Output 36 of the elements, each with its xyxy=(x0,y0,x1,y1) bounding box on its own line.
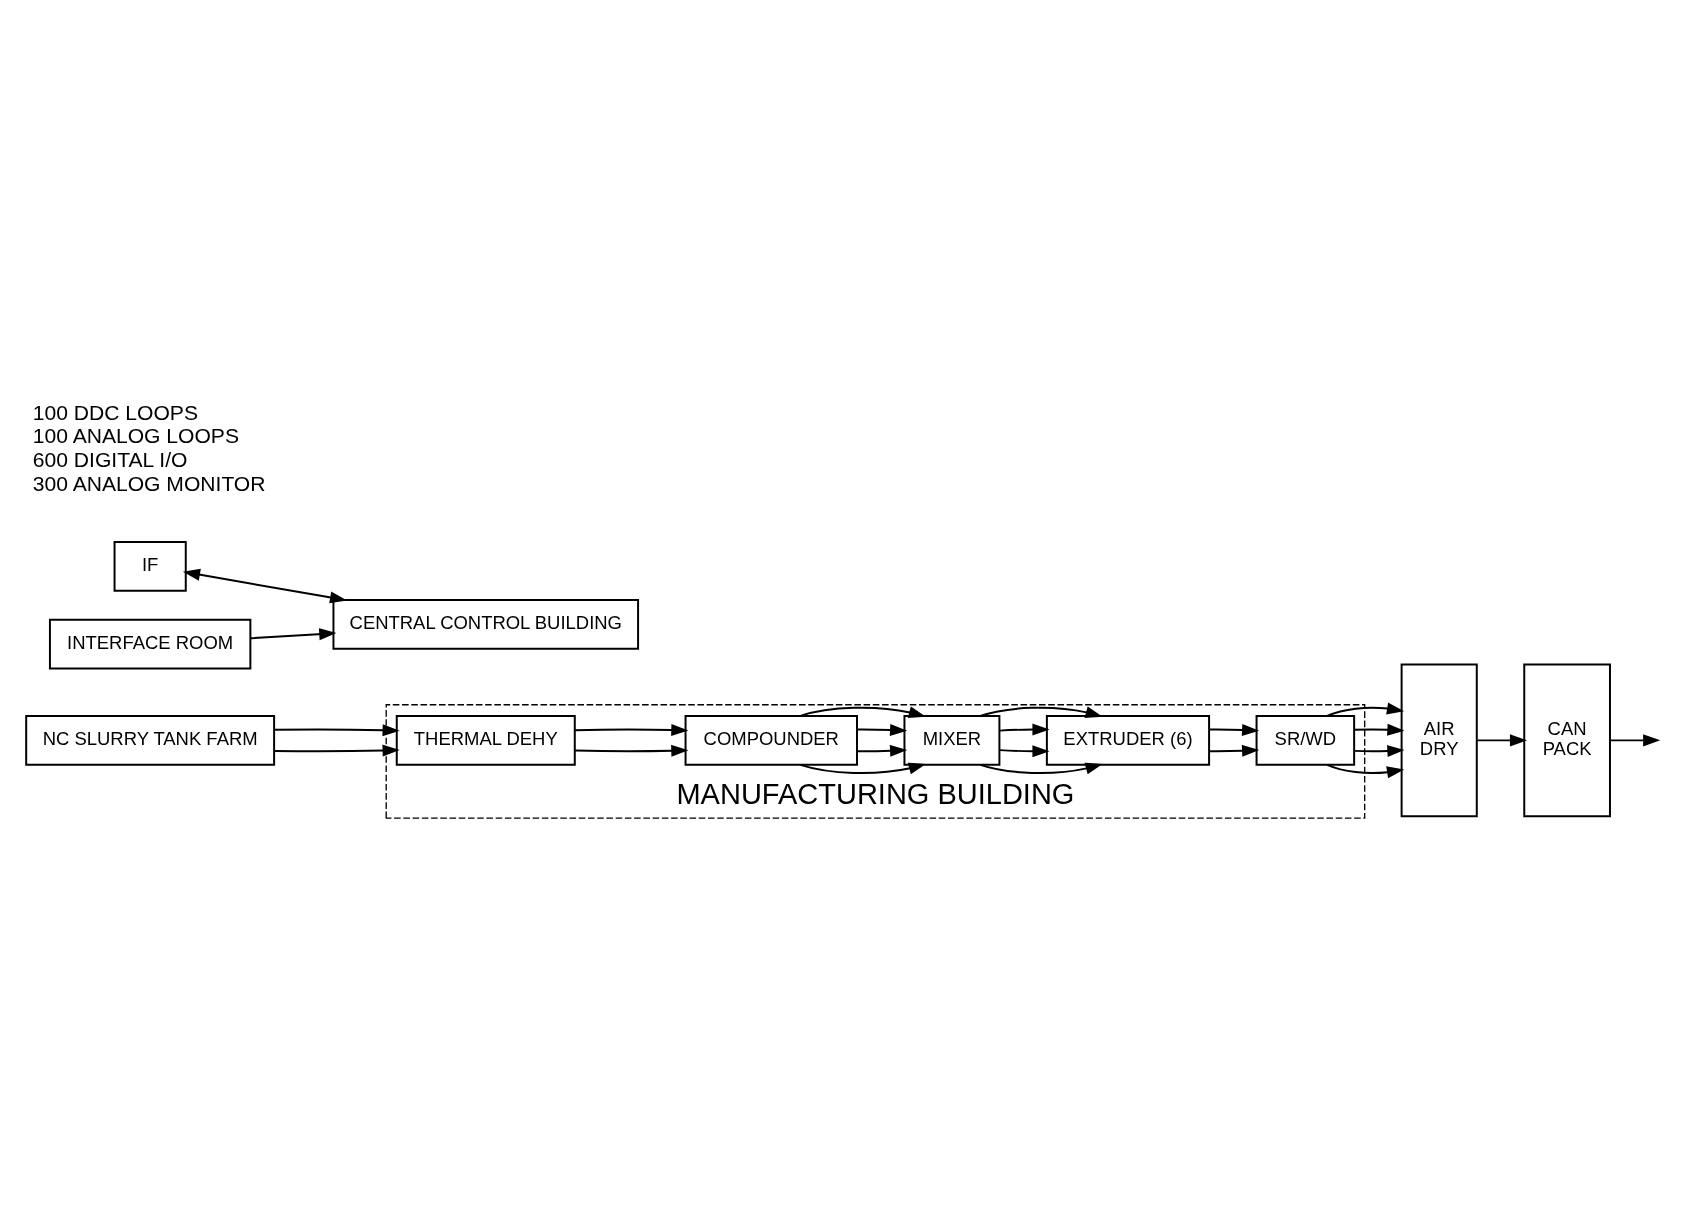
arrow xyxy=(1326,702,1405,717)
label: 100 ANALOG LOOPS xyxy=(32,423,239,447)
node-box: INTERFACE ROOM xyxy=(48,618,252,669)
arrow xyxy=(856,723,908,736)
arrow xyxy=(1476,733,1528,746)
arrow xyxy=(979,762,1103,774)
node-box: IF xyxy=(113,540,187,592)
node-box: SR/WD xyxy=(1255,714,1356,766)
node-box: NC SLURRY TANK FARM xyxy=(25,714,276,766)
arrow xyxy=(1609,733,1661,746)
arrow xyxy=(273,743,400,756)
arrow xyxy=(1326,763,1405,778)
arrow xyxy=(574,723,689,736)
node-box: MIXER xyxy=(903,714,1001,766)
arrow xyxy=(856,744,908,757)
label: 100 DDC LOOPS xyxy=(32,400,198,424)
arrow xyxy=(1208,744,1260,757)
arrow xyxy=(979,705,1103,718)
node-box: CAN PACK xyxy=(1523,663,1611,817)
node-box: AIR DRY xyxy=(1400,663,1478,817)
arrow xyxy=(1353,744,1405,757)
arrow xyxy=(1353,723,1405,736)
arrow xyxy=(998,723,1050,736)
arrow xyxy=(799,762,926,774)
arrow xyxy=(574,744,689,757)
arrow xyxy=(998,744,1050,757)
node-box: COMPOUNDER xyxy=(684,714,858,766)
label: 300 ANALOG MONITOR xyxy=(32,471,266,495)
node-box: EXTRUDER (6) xyxy=(1045,714,1211,766)
arrow xyxy=(182,568,348,603)
label: 600 DIGITAL I/O xyxy=(32,447,188,471)
node-box: THERMAL DEHY xyxy=(395,714,576,766)
arrow xyxy=(249,627,337,640)
node-box: CENTRAL CONTROL BUILDING xyxy=(332,598,640,650)
arrow xyxy=(1208,723,1260,736)
arrow xyxy=(273,723,400,736)
